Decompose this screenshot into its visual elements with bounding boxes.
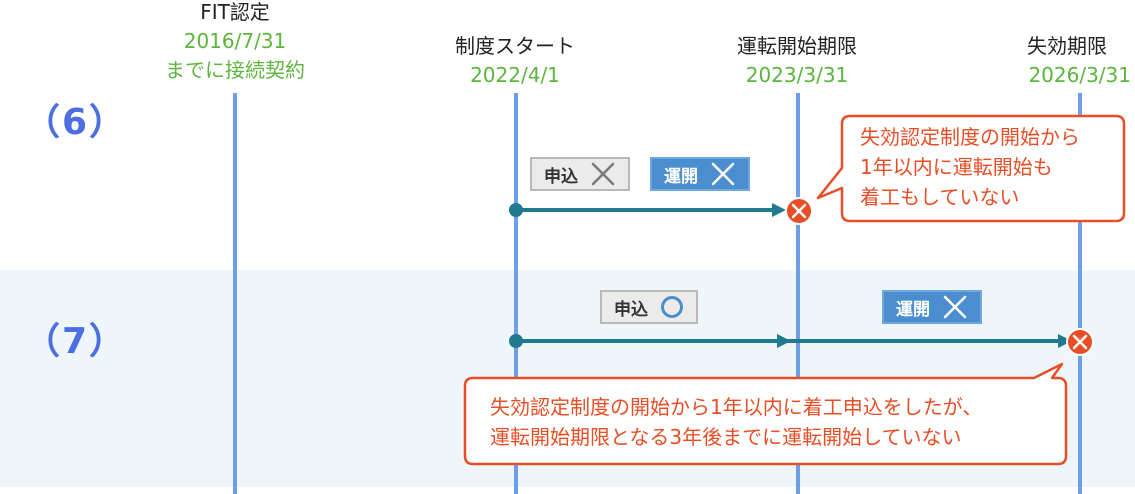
row-7-application-tag: 申込 <box>600 290 698 324</box>
milestone-start-title: 制度スタート <box>455 34 575 58</box>
row-6-application-tag: 申込 <box>530 157 630 191</box>
cross-icon <box>710 161 736 187</box>
row-6-operation-text: 運開 <box>664 166 698 187</box>
circle-icon <box>660 295 684 319</box>
timeline-fit <box>233 93 237 494</box>
row-6-note: 失効認定制度の開始から 1年以内に運転開始も 着工もしていない <box>860 122 1080 212</box>
milestone-fit-note: までに接続契約 <box>165 58 305 82</box>
cross-icon <box>942 294 968 320</box>
milestone-operation-deadline-date: 2023/3/31 <box>745 63 849 87</box>
row-7-arrow <box>509 334 1072 348</box>
row-7-operation-text: 運開 <box>896 299 930 320</box>
row-7-note-line: 運転開始期限となる3年後までに運転開始していない <box>490 425 962 449</box>
milestone-fit-title: FIT認定 <box>200 0 270 24</box>
row-6-arrow <box>509 203 786 217</box>
milestone-fit-date: 2016/7/31 <box>183 29 287 53</box>
timeline-operation-deadline <box>796 93 800 494</box>
milestone-expiry: 失効期限 2026/3/31 <box>995 32 1135 90</box>
cross-icon <box>590 161 616 187</box>
milestone-start: 制度スタート 2022/4/1 <box>415 32 615 90</box>
row-6-note-line: 1年以内に運転開始も <box>860 155 1053 179</box>
row-6-label: （6） <box>24 102 128 143</box>
milestone-expiry-date: 2026/3/31 <box>1028 63 1131 87</box>
row-6-operation-tag: 運開 <box>650 157 750 191</box>
row-7-application-text: 申込 <box>614 299 648 320</box>
row-6-note-line: 失効認定制度の開始から <box>860 125 1080 149</box>
milestone-operation-deadline-title: 運転開始期限 <box>737 34 857 58</box>
timeline-expiry <box>1078 93 1082 494</box>
row-6-application-text: 申込 <box>544 166 578 187</box>
milestone-start-date: 2022/4/1 <box>470 63 560 87</box>
row-7-label: （7） <box>24 321 128 362</box>
row-7-note: 失効認定制度の開始から1年以内に着工申込をしたが、 運転開始期限となる3年後まで… <box>490 392 982 452</box>
row-6-note-line: 着工もしていない <box>860 185 1020 209</box>
row-6-fail-icon <box>785 197 813 225</box>
milestone-operation-deadline: 運転開始期限 2023/3/31 <box>697 32 897 90</box>
row-7-fail-icon <box>1066 328 1094 356</box>
row-7-note-line: 失効認定制度の開始から1年以内に着工申込をしたが、 <box>490 395 983 419</box>
milestone-fit: FIT認定 2016/7/31 までに接続契約 <box>135 0 335 85</box>
timeline-start <box>514 93 518 494</box>
row-7-operation-tag: 運開 <box>882 290 982 324</box>
milestone-expiry-title: 失効期限 <box>1027 34 1107 58</box>
